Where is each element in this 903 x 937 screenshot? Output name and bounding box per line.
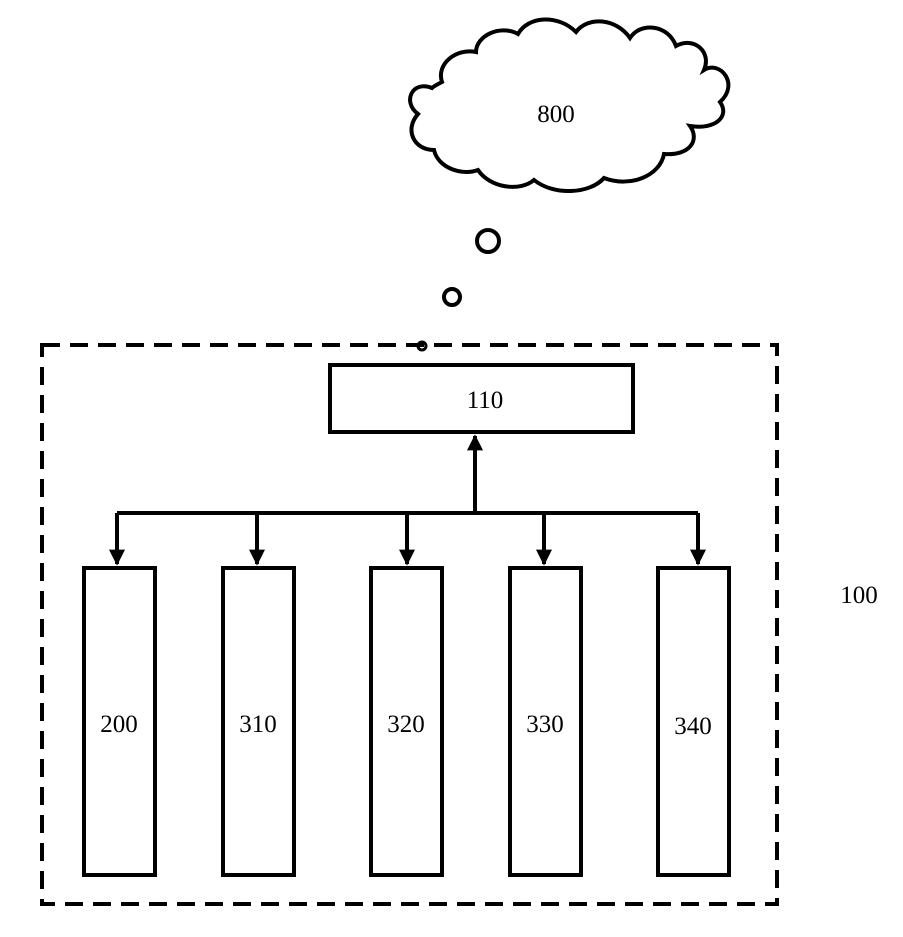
module-label: 320 <box>387 711 425 738</box>
module-block-340: 340 <box>658 568 729 875</box>
module-label: 310 <box>239 711 277 738</box>
cloud-label: 800 <box>537 101 575 128</box>
system-label: 100 <box>840 582 878 609</box>
module-block-320: 320 <box>371 568 442 875</box>
module-label: 340 <box>674 713 712 740</box>
module-label: 200 <box>100 711 138 738</box>
module-block-330: 330 <box>510 568 581 875</box>
cloud-800: 800 <box>410 19 728 191</box>
module-label: 330 <box>526 711 564 738</box>
thought-bubble-large <box>477 230 499 252</box>
thought-bubble-medium <box>444 289 460 305</box>
controller-block-110: 110 <box>330 365 633 432</box>
module-block-310: 310 <box>223 568 294 875</box>
module-block-200: 200 <box>84 568 155 875</box>
controller-label: 110 <box>467 387 504 414</box>
